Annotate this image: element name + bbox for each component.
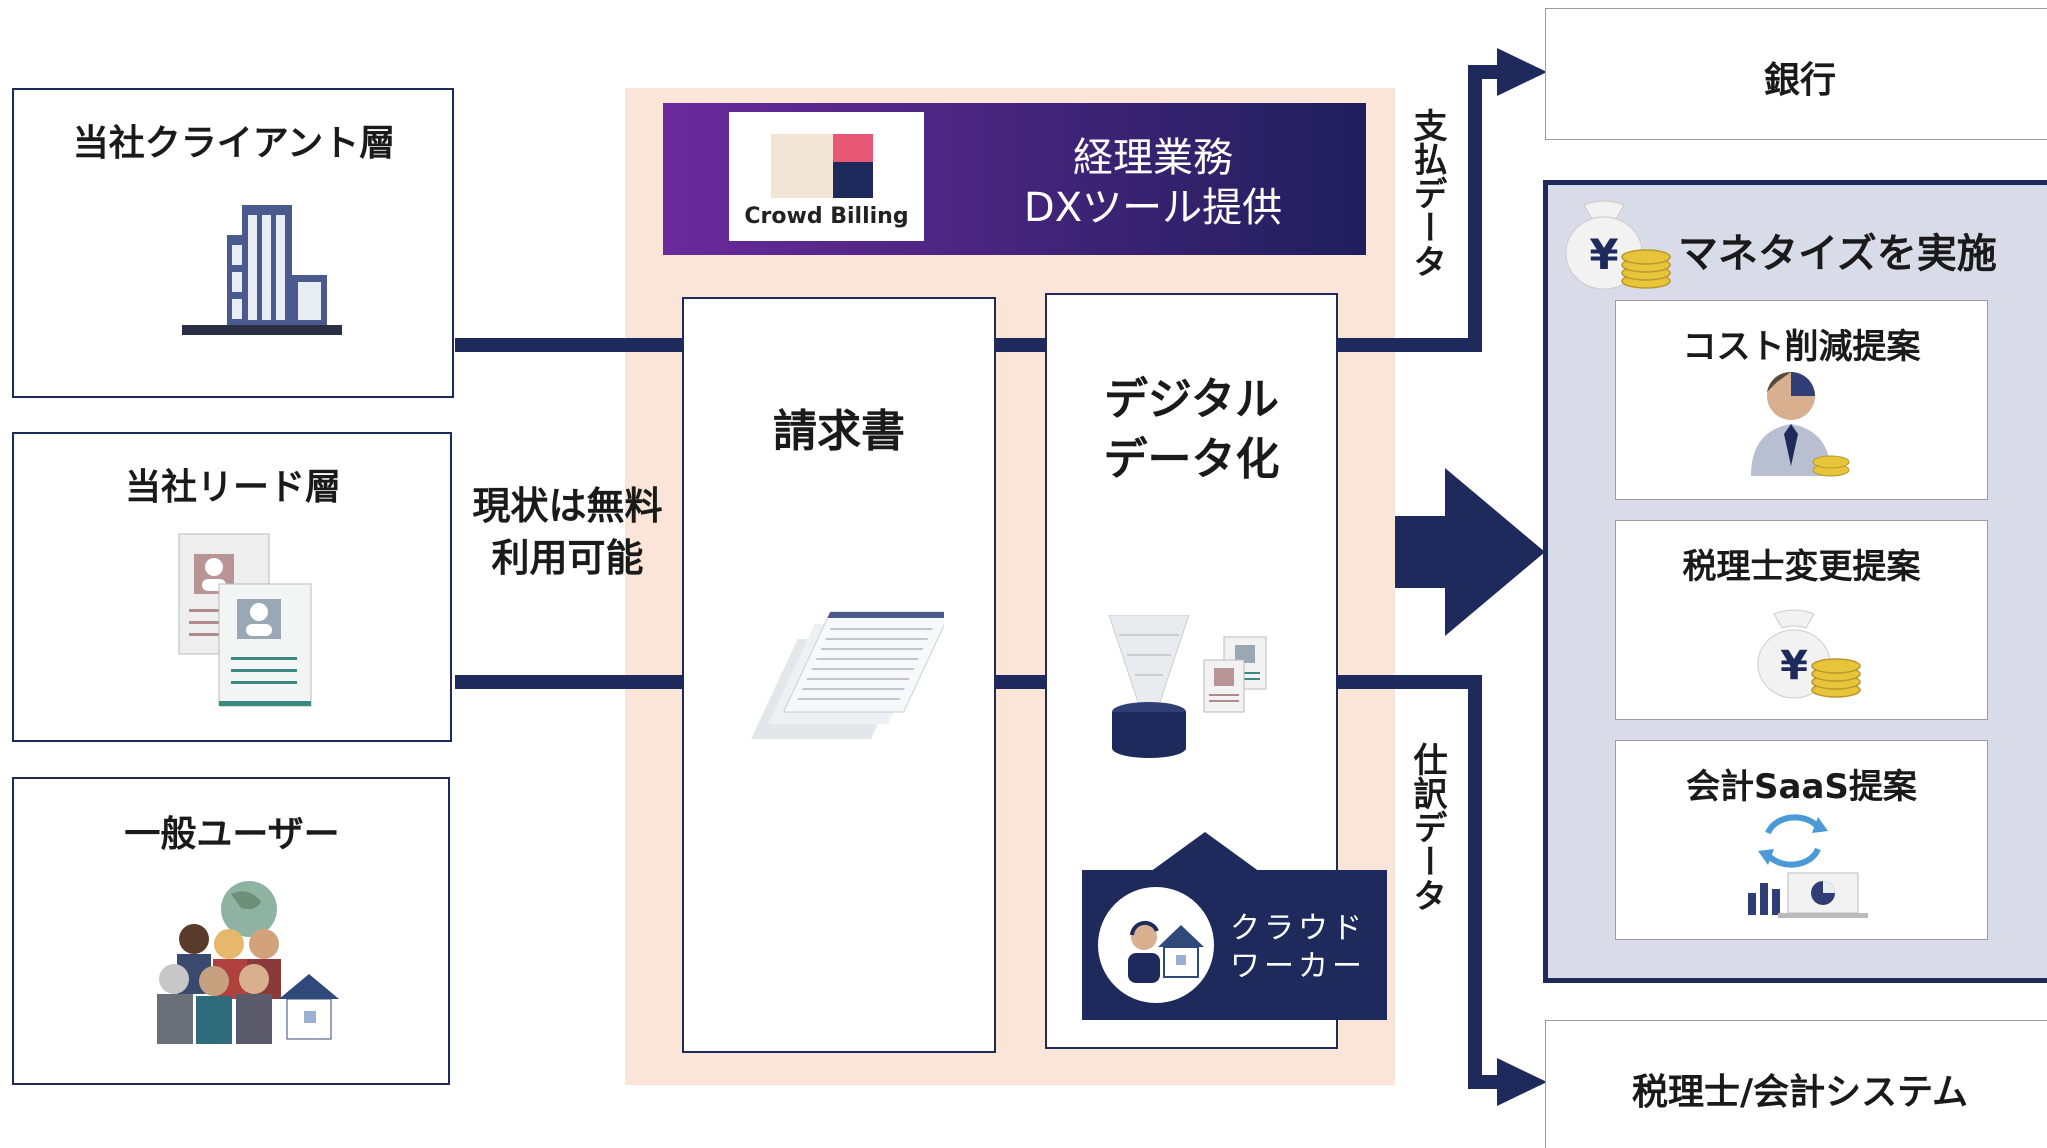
tax-accountant-title: 税理士変更提案 — [1682, 547, 1921, 587]
arrow-to-bank — [1497, 48, 1547, 96]
bank-title: 銀行 — [1763, 60, 1836, 101]
accounting-saas-card: 会計SaaS提案 — [1615, 740, 1988, 940]
crowd-worker-line-1: クラウド — [1230, 911, 1366, 946]
monetize-title: マネタイズを実施 — [1678, 231, 1997, 277]
funnel-data-icon — [1108, 615, 1267, 758]
crowd-worker-icon — [1098, 887, 1214, 1003]
crowd-worker-pointer — [1150, 832, 1260, 872]
free-note-line-1: 現状は無料 — [472, 484, 663, 528]
lead-title: 当社リード層 — [124, 467, 341, 508]
invoice-box: 請求書 — [682, 297, 996, 1053]
lead-box: 当社リード層 — [12, 432, 452, 742]
svg-text:¥: ¥ — [1589, 230, 1618, 279]
tax-system-box: 税理士/会計システム — [1545, 1020, 2047, 1148]
svg-text:¥: ¥ — [1780, 643, 1808, 689]
big-arrow-to-monetize — [1395, 468, 1545, 636]
cost-title: コスト削減提案 — [1682, 327, 1921, 367]
free-usage-note: 現状は無料 利用可能 — [455, 480, 680, 584]
banner-line-1: 経理業務 — [1073, 135, 1233, 181]
crowd-worker-box: クラウド ワーカー — [1082, 870, 1387, 1020]
tax-accountant-card: 税理士変更提案 ¥ — [1615, 520, 1988, 720]
accounting-saas-title: 会計SaaS提案 — [1686, 767, 1917, 807]
money-bag-icon: ¥ — [1565, 200, 1671, 290]
businessman-icon — [1751, 371, 1850, 477]
crowd-billing-logo: Crowd Billing — [729, 112, 924, 241]
general-user-title: 一般ユーザー — [124, 814, 340, 855]
logo-block-pink — [833, 134, 873, 162]
profile-cards-icon — [178, 533, 312, 707]
monetize-panel: ¥ マネタイズを実施 コスト削減提案 税理士変更提案 ¥ — [1543, 180, 2047, 983]
tax-system-title: 税理士/会計システム — [1631, 1072, 1969, 1113]
yen-bag-icon: ¥ — [1757, 609, 1861, 699]
crowd-worker-label: クラウド ワーカー — [1230, 910, 1380, 986]
logo-text: Crowd Billing — [744, 204, 909, 229]
invoice-stack-icon — [751, 611, 944, 739]
logo-block-beige — [771, 134, 833, 198]
logo-block-navy — [833, 162, 873, 198]
crowd-worker-line-2: ワーカー — [1230, 949, 1366, 984]
cost-card: コスト削減提案 — [1615, 300, 1988, 500]
bank-box: 銀行 — [1545, 8, 2047, 140]
digital-line-1: デジタル — [1103, 374, 1280, 425]
invoice-title: 請求書 — [773, 406, 905, 457]
people-group-icon — [157, 881, 339, 1044]
journal-data-label: 仕訳データ — [1407, 742, 1447, 912]
building-icon — [182, 205, 342, 335]
saas-laptop-icon — [1748, 814, 1868, 918]
digital-line-2: データ化 — [1103, 434, 1280, 485]
dx-tool-banner: Crowd Billing 経理業務 DXツール提供 — [663, 103, 1366, 255]
free-note-line-2: 利用可能 — [491, 536, 644, 580]
client-title: 当社クライアント層 — [72, 123, 396, 164]
arrow-to-tax-system — [1497, 1058, 1547, 1106]
payment-data-label: 支払データ — [1407, 108, 1447, 278]
banner-line-2: DXツール提供 — [1023, 185, 1283, 231]
banner-title: 経理業務 DXツール提供 — [943, 133, 1363, 233]
client-box: 当社クライアント層 — [12, 88, 454, 398]
general-user-box: 一般ユーザー — [12, 777, 450, 1085]
digital-data-title: デジタル データ化 — [1047, 370, 1336, 490]
